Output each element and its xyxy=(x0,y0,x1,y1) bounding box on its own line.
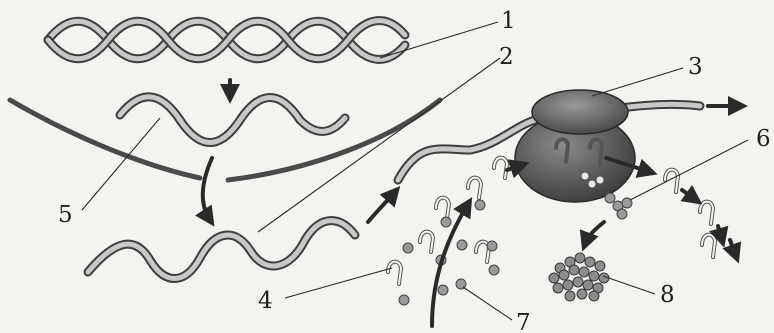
leader-7 xyxy=(463,287,512,320)
leader-4 xyxy=(285,268,392,298)
leader-8 xyxy=(603,276,655,294)
mrna-strand xyxy=(88,221,355,279)
leader-2 xyxy=(258,58,500,232)
dna-double-helix xyxy=(48,21,405,60)
ribosome xyxy=(515,90,635,202)
label-5: 5 xyxy=(58,202,73,228)
free-amino-acids xyxy=(403,240,497,295)
leader-3 xyxy=(592,68,683,96)
label-8: 8 xyxy=(660,282,675,308)
export-arrow xyxy=(203,158,212,220)
label-6: 6 xyxy=(756,126,771,152)
protein-globule xyxy=(549,253,609,301)
label-1: 1 xyxy=(501,8,516,34)
label-7: 7 xyxy=(516,310,531,333)
label-3: 3 xyxy=(688,54,703,80)
to-protein-arrow xyxy=(585,222,604,244)
label-2: 2 xyxy=(499,44,514,70)
pre-mrna-strand xyxy=(120,97,345,143)
label-4: 4 xyxy=(258,288,273,314)
polypeptide-chain xyxy=(605,193,632,219)
to-ribosome-arrow xyxy=(368,192,395,222)
